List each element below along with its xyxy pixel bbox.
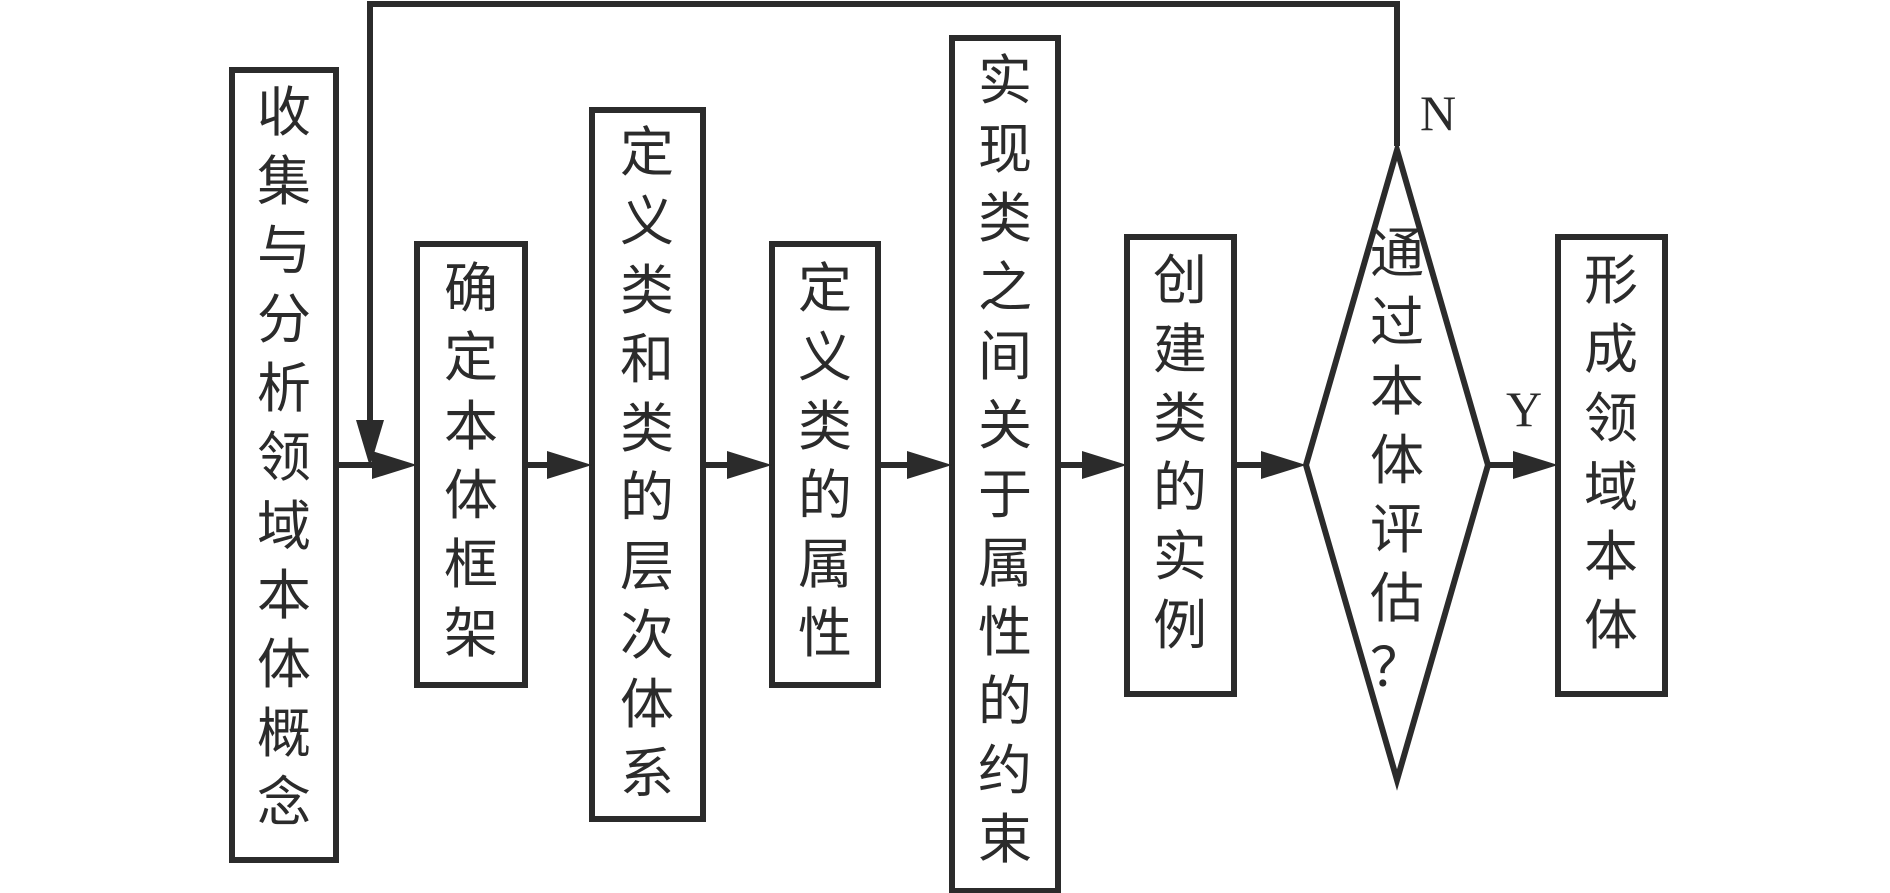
step-box-constraints — [949, 35, 1061, 893]
step-char: 之 — [978, 256, 1032, 319]
step-char: 义 — [798, 326, 852, 389]
step-char: 次 — [620, 604, 674, 667]
step-char: 定 — [444, 326, 498, 389]
step-char: 本 — [1584, 525, 1638, 588]
step-char: 性 — [798, 602, 852, 665]
step-char: 本 — [257, 564, 311, 627]
step-char: 架 — [444, 602, 498, 665]
step-char: 例 — [1153, 594, 1207, 657]
label-yes: Y — [1506, 381, 1542, 437]
step-char: 评 — [1370, 498, 1424, 561]
step-char: 体 — [1370, 429, 1424, 492]
step-char: 定 — [798, 257, 852, 320]
step-char: 收 — [257, 81, 311, 144]
step-text-constraints: 实现类之间关于属性的约束 — [978, 49, 1032, 871]
step-char: 类 — [798, 395, 852, 458]
step-box-collect — [229, 67, 339, 863]
step-char: 约 — [978, 739, 1032, 802]
step-char: 框 — [444, 533, 498, 596]
step-char: 念 — [257, 771, 311, 834]
step-text-collect: 收集与分析领域本体概念 — [257, 81, 311, 834]
step-char: 体 — [620, 673, 674, 736]
arrowhead-evaluate — [1261, 451, 1306, 479]
step-char: 估 — [1370, 567, 1424, 630]
step-char: 和 — [620, 328, 674, 391]
step-char: 的 — [620, 466, 674, 529]
step-char: 领 — [1584, 387, 1638, 450]
arrowhead-feedback — [356, 420, 384, 467]
step-char: 本 — [444, 395, 498, 458]
step-char: 域 — [257, 495, 311, 558]
arrowhead-instances — [1082, 451, 1127, 479]
step-char: 实 — [1153, 525, 1207, 588]
step-char: 性 — [978, 601, 1032, 664]
step-char: 成 — [1584, 318, 1638, 381]
step-char: 的 — [1153, 456, 1207, 519]
step-char: 的 — [798, 464, 852, 527]
step-char: 属 — [798, 533, 852, 596]
step-char: 属 — [978, 532, 1032, 595]
step-char: 创 — [1153, 249, 1207, 312]
step-char: 确 — [444, 257, 498, 320]
arrowhead-constraints — [907, 451, 952, 479]
step-char: 领 — [257, 426, 311, 489]
step-box-hierarchy — [589, 107, 706, 822]
step-text-instances: 创建类的实例 — [1153, 249, 1207, 657]
label-no: N — [1420, 85, 1456, 141]
step-char: 域 — [1584, 456, 1638, 519]
step-char: 类 — [620, 259, 674, 322]
step-box-instances — [1124, 234, 1237, 697]
step-char: 析 — [257, 357, 311, 420]
step-char: 体 — [257, 633, 311, 696]
step-text-framework: 确定本体框架 — [444, 257, 498, 665]
step-char: 类 — [1153, 387, 1207, 450]
step-char: 概 — [257, 702, 311, 765]
step-char: 的 — [978, 670, 1032, 733]
step-text-result: 形成领域本体 — [1584, 249, 1638, 657]
step-char: 体 — [1584, 594, 1638, 657]
step-box-result — [1555, 234, 1668, 697]
step-char: 类 — [620, 397, 674, 460]
step-char: 类 — [978, 187, 1032, 250]
step-char: 形 — [1584, 249, 1638, 312]
decision-diamond-evaluate — [1302, 139, 1492, 791]
step-char: 义 — [620, 190, 674, 253]
step-text-attributes: 定义类的属性 — [798, 257, 852, 665]
step-box-framework — [414, 241, 528, 688]
arrowhead-framework — [372, 451, 417, 479]
step-char: 关 — [978, 394, 1032, 457]
step-char: 间 — [978, 325, 1032, 388]
step-char: 通 — [1370, 222, 1424, 285]
step-char: 过 — [1370, 291, 1424, 354]
step-char: 束 — [978, 808, 1032, 871]
step-char: 本 — [1370, 360, 1424, 423]
step-char: 于 — [978, 463, 1032, 526]
arrowhead-result — [1513, 451, 1558, 479]
step-char: 建 — [1153, 318, 1207, 381]
step-char: 分 — [257, 288, 311, 351]
step-char: 与 — [257, 219, 311, 282]
step-char: 体 — [444, 464, 498, 527]
step-char: 定 — [620, 121, 674, 184]
step-char: 系 — [620, 742, 674, 805]
arrowhead-attributes — [727, 451, 772, 479]
step-char: 集 — [257, 150, 311, 213]
step-char: ？ — [1370, 636, 1424, 699]
step-text-evaluate: 通过本体评估？ — [1370, 222, 1424, 699]
step-char: 实 — [978, 49, 1032, 112]
step-char: 现 — [978, 118, 1032, 181]
arrowhead-hierarchy — [547, 451, 592, 479]
feedback-loop-line — [367, 1, 1400, 425]
step-text-hierarchy: 定义类和类的层次体系 — [620, 121, 674, 805]
step-char: 层 — [620, 535, 674, 598]
